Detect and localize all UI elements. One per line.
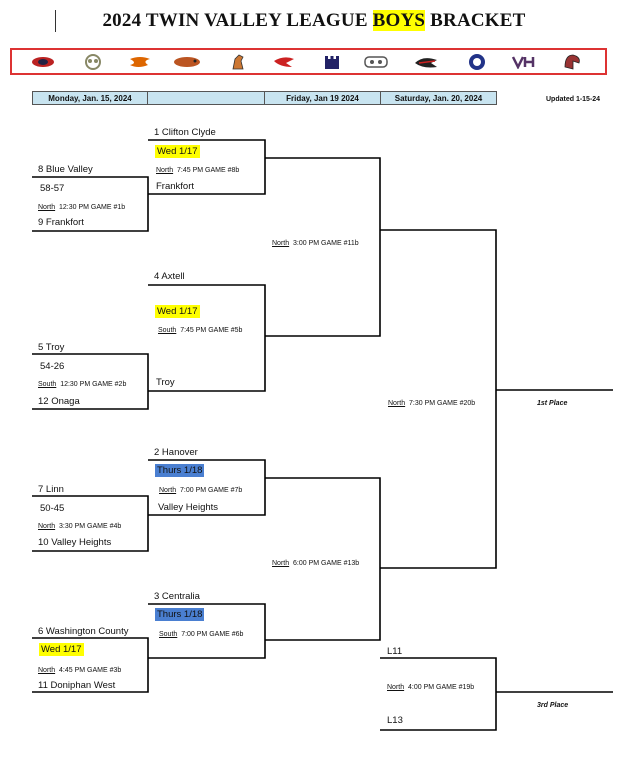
semi1-location: North — [272, 240, 290, 247]
r1g1-top-team: 8 Blue Valley — [38, 164, 93, 175]
castle-logo — [317, 53, 347, 71]
r1g3-top-team: 7 Linn — [38, 484, 64, 495]
bulldog-logo — [411, 53, 441, 71]
r1g2-top-team: 5 Troy — [38, 342, 65, 353]
r1g1-score: 58-57 — [40, 183, 65, 194]
semi1-info: North 3:00 PM GAME #11b — [272, 240, 359, 247]
third-place-label: 3rd Place — [537, 702, 569, 709]
title-prefix: 2024 TWIN VALLEY LEAGUE — [102, 10, 373, 31]
header-saturday: Saturday, Jan. 20, 2024 — [380, 91, 497, 105]
panther-logo — [172, 53, 202, 71]
r2g1-location: North — [156, 167, 174, 174]
r1g3-info: North 3:30 PM GAME #4b — [38, 523, 121, 530]
final-location: North — [388, 400, 406, 407]
r2g4-date-badge: Thurs 1/18 — [155, 608, 205, 621]
r2g3-time: 7:00 PM GAME #7b — [180, 487, 243, 494]
trojan-logo — [462, 53, 492, 71]
updated-note: Updated 1-15-24 — [546, 96, 601, 103]
dog-logo — [361, 53, 391, 71]
team-logo-strip — [10, 48, 607, 75]
r2g4-top-team: 3 Centralia — [154, 591, 200, 602]
r2g1-top-team: 1 Clifton Clyde — [154, 127, 216, 138]
r1g4-bottom-team: 11 Doniphan West — [38, 680, 116, 691]
r2g2-time: 7:45 PM GAME #5b — [180, 327, 243, 334]
r1g4-location: North — [38, 667, 56, 674]
r1g4-top-team: 6 Washington County — [38, 626, 129, 637]
mustang-logo — [223, 53, 253, 71]
r2g3-info: North 7:00 PM GAME #7b — [159, 487, 242, 494]
r1g2-bottom-team: 12 Onaga — [38, 396, 80, 407]
r2g3-location: North — [159, 487, 177, 494]
semi2-time: 6:00 PM GAME #13b — [293, 560, 360, 567]
r1g3-score: 50-45 — [40, 503, 65, 514]
r2g1-time: 7:45 PM GAME #8b — [177, 167, 240, 174]
r1g1-info: North 12:30 PM GAME #1b — [38, 204, 125, 211]
r1g3-location: North — [38, 523, 56, 530]
r2g4-location: South — [159, 631, 178, 638]
r1g2-location: South — [38, 381, 57, 388]
r1g4-time: 4:45 PM GAME #3b — [59, 667, 122, 674]
final-time: 7:30 PM GAME #20b — [409, 400, 476, 407]
r2g3-top-team: 2 Hanover — [154, 447, 198, 458]
r1g2-score: 54-26 — [40, 361, 65, 372]
title-divider — [55, 10, 56, 32]
r1g2-info: South 12:30 PM GAME #2b — [38, 381, 126, 388]
final-info: North 7:30 PM GAME #20b — [388, 400, 475, 407]
page-title: 2024 TWIN VALLEY LEAGUE BOYS BRACKET — [0, 10, 628, 32]
r2g4-time: 7:00 PM GAME #6b — [181, 631, 244, 638]
wildcats-logo — [28, 53, 58, 71]
r1g4-date-badge: Wed 1/17 — [39, 643, 84, 656]
r1g1-time: 12:30 PM GAME #1b — [59, 204, 126, 211]
third-info: North 4:00 PM GAME #19b — [387, 684, 474, 691]
r2g1-date-badge: Wed 1/17 — [155, 145, 200, 158]
r2g2-top-team: 4 Axtell — [154, 271, 185, 282]
owl-logo — [78, 53, 108, 71]
first-place-label: 1st Place — [537, 400, 568, 407]
third-top-team: L11 — [387, 646, 403, 657]
r2g2-date-badge: Wed 1/17 — [155, 305, 200, 318]
r2g1-bottom-team: Frankfort — [156, 181, 195, 192]
r2g2-date: Wed 1/17 — [155, 305, 200, 318]
r2g3-date-badge: Thurs 1/18 — [155, 464, 205, 477]
r2g3-bottom-team: Valley Heights — [158, 502, 219, 513]
third-time: 4:00 PM GAME #19b — [408, 684, 475, 691]
r2g1-date: Wed 1/17 — [155, 145, 200, 158]
r1g4-info: North 4:45 PM GAME #3b — [38, 667, 121, 674]
third-location: North — [387, 684, 405, 691]
r1g2-time: 12:30 PM GAME #2b — [60, 381, 127, 388]
semi2-info: North 6:00 PM GAME #13b — [272, 560, 359, 567]
r1g1-bottom-team: 9 Frankfort — [38, 217, 84, 228]
r2g4-date: Thurs 1/18 — [155, 608, 205, 621]
vh-logo — [509, 53, 539, 71]
r2g2-info: South 7:45 PM GAME #5b — [158, 327, 242, 334]
r2g3-date: Thurs 1/18 — [155, 464, 205, 477]
semi1-time: 3:00 PM GAME #11b — [293, 240, 359, 247]
r1g1-location: North — [38, 204, 56, 211]
title-suffix: BRACKET — [425, 10, 526, 31]
tiger-logo — [125, 53, 155, 71]
semi2-location: North — [272, 560, 290, 567]
third-bottom-team: L13 — [387, 715, 403, 726]
hawk-logo — [269, 53, 299, 71]
r1g4-date: Wed 1/17 — [39, 643, 84, 656]
r1g3-time: 3:30 PM GAME #4b — [59, 523, 122, 530]
r1g3-bottom-team: 10 Valley Heights — [38, 537, 112, 548]
r2g1-info: North 7:45 PM GAME #8b — [156, 167, 239, 174]
r2g2-location: South — [158, 327, 177, 334]
r2g2-bottom-team: Troy — [156, 377, 175, 388]
spartan-logo — [557, 53, 587, 71]
title-highlight: BOYS — [372, 10, 426, 31]
r2g4-info: South 7:00 PM GAME #6b — [159, 631, 243, 638]
